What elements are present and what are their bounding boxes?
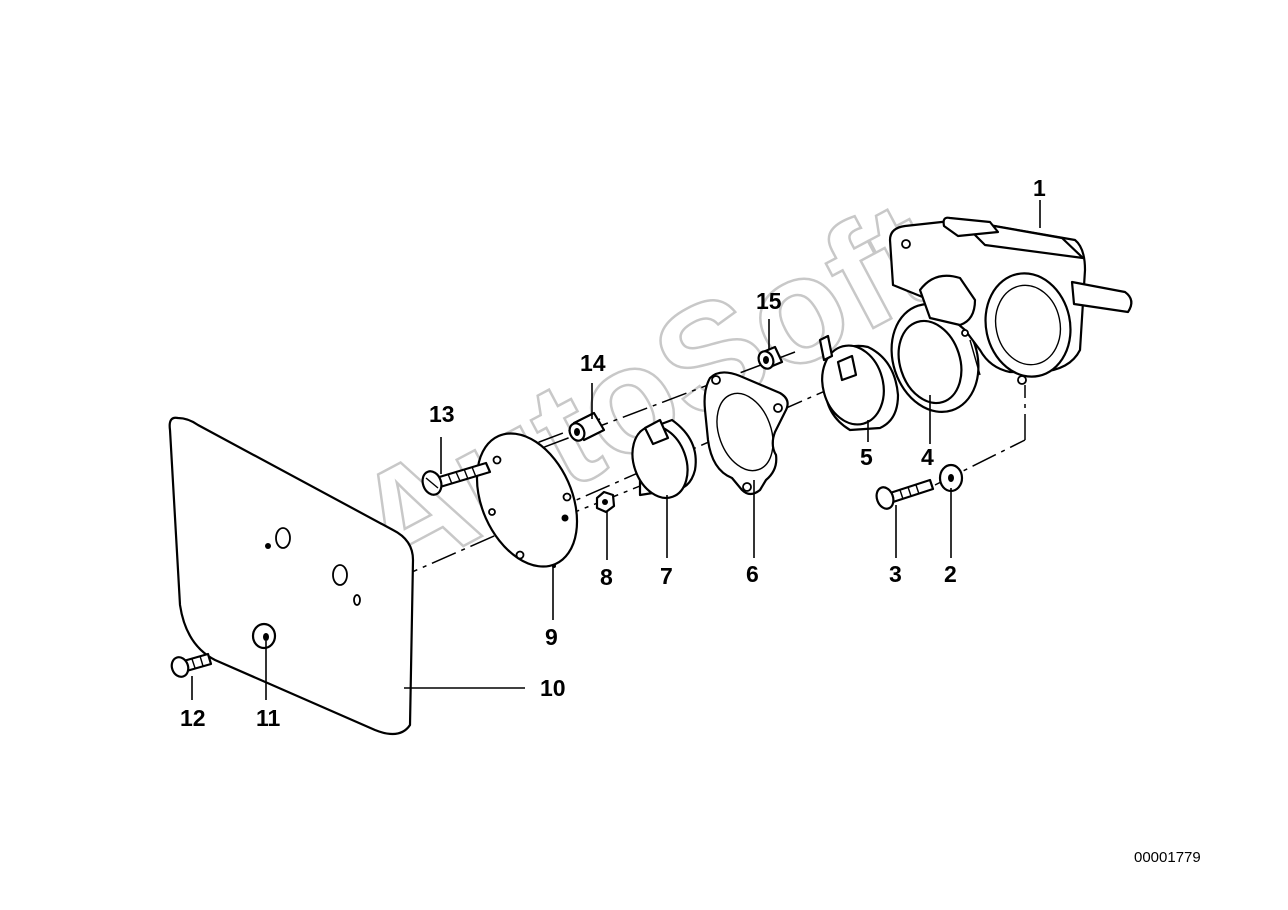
callout-3: 3: [889, 561, 902, 587]
part-3-screw: [875, 478, 935, 510]
part-13-screw: [421, 461, 492, 496]
callout-12: 12: [180, 705, 206, 731]
part-1-throttle-housing: [888, 216, 1133, 385]
part-7-cylinder: [631, 418, 697, 499]
callout-1: 1: [1033, 175, 1046, 201]
part-11-washer: [251, 622, 277, 650]
callout-10: 10: [540, 675, 566, 701]
callout-13: 13: [429, 401, 455, 427]
part-5-actuator: [818, 334, 900, 432]
part-6-gasket: [703, 371, 789, 496]
callout-6: 6: [746, 561, 759, 587]
part-2-washer: [938, 463, 964, 493]
leader-lines: [191, 200, 1041, 700]
callout-7: 7: [660, 563, 673, 589]
callout-4: 4: [921, 444, 934, 470]
callout-14: 14: [580, 350, 606, 376]
part-14-spacer: [568, 411, 606, 442]
part-10-cover-plate: [168, 416, 415, 736]
callout-9: 9: [545, 624, 558, 650]
document-number: 00001779: [1134, 849, 1201, 866]
part-12-bolt: [170, 652, 213, 678]
callout-labels: 1 2 3 4 5 6 7 8 9 10 11 12 13 14 15: [180, 175, 1046, 731]
callout-15: 15: [756, 288, 782, 314]
part-8-nut: [595, 490, 616, 514]
callout-8: 8: [600, 564, 613, 590]
part-15-spacer: [757, 345, 784, 370]
callout-2: 2: [944, 561, 957, 587]
callout-5: 5: [860, 444, 873, 470]
callout-11: 11: [256, 705, 281, 731]
